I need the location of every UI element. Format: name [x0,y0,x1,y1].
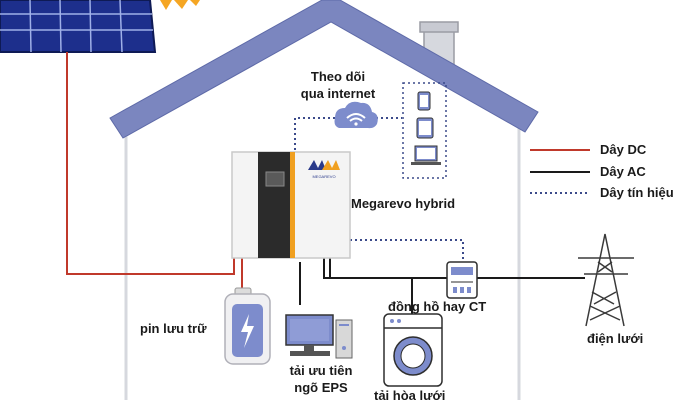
dc-wiring [66,52,243,292]
legend-signal-label: Dây tín hiệu [600,185,674,200]
legend [530,149,590,194]
inverter-brand-label: MEGAREVO [312,174,335,179]
house-wall [124,118,521,400]
inverter-label: Megarevo hybrid [351,196,456,211]
eps-load-label-line1: tải ưu tiên [289,363,353,378]
monitoring-label: Theo dõi qua internet [290,68,386,102]
battery-label: pin lưu trữ [140,321,207,336]
monitoring-label-line1: Theo dõi [310,69,366,84]
monitoring-device-group [402,82,447,179]
power-tower-icon [578,233,634,327]
eps-load-label-line2: ngõ EPS [294,380,348,395]
megarevo-logo-icon [308,160,340,170]
battery-icon [224,287,271,365]
monitoring-label-line2: qua internet [300,86,376,101]
sun-icon [160,0,200,10]
meter-label: đồng hồ hay CT [388,299,487,314]
eps-load-label: tải ưu tiên ngõ EPS [276,362,366,396]
signal-wiring [294,117,464,262]
legend-dc-label: Dây DC [600,142,647,157]
inverter-device [231,151,351,259]
meter-icon [446,261,478,299]
grid-label: điện lưới [587,331,644,346]
laptop-icon [411,145,441,165]
ac-wiring [299,258,585,318]
tablet-icon [416,117,434,139]
washing-machine-icon [383,313,443,387]
solar-panel-icon [0,0,157,53]
grid-load-label: tải hòa lưới [374,388,446,400]
roof [109,0,539,139]
phone-icon [417,91,431,111]
legend-ac-label: Dây AC [600,164,646,179]
desktop-computer-icon [285,314,353,359]
wifi-cloud-icon [334,101,378,129]
